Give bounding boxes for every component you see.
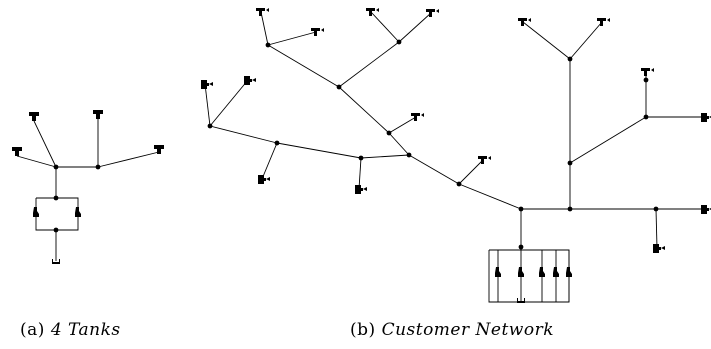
valve-icon bbox=[553, 267, 559, 277]
pipe-edge bbox=[276, 142, 362, 159]
junction-node bbox=[265, 42, 271, 48]
pump-icon bbox=[355, 185, 367, 194]
pipe-edge bbox=[408, 154, 460, 185]
junction-node bbox=[518, 244, 524, 250]
junction-node bbox=[518, 206, 524, 212]
pipe-edge bbox=[204, 83, 211, 127]
pipe-edge bbox=[261, 142, 278, 180]
tank-icon bbox=[154, 145, 164, 154]
junction-node bbox=[336, 84, 342, 90]
pipe-edge bbox=[16, 155, 57, 168]
caption-b-label: Customer Network bbox=[381, 320, 555, 340]
pump-icon bbox=[701, 113, 711, 122]
junction-node bbox=[567, 206, 573, 212]
valve-icon bbox=[495, 267, 501, 277]
pipe-edge bbox=[522, 21, 571, 60]
junction-node bbox=[643, 77, 649, 83]
component-icons bbox=[12, 8, 711, 303]
junction-node bbox=[653, 206, 659, 212]
caption-a-prefix: (a) bbox=[20, 320, 45, 340]
pipe-edge bbox=[370, 11, 400, 43]
pipe-edge bbox=[569, 116, 647, 164]
pump-icon bbox=[244, 76, 256, 85]
pipe-edge bbox=[388, 132, 410, 156]
small-tank-icon bbox=[597, 18, 610, 26]
source-icon bbox=[52, 259, 60, 264]
valve-icon bbox=[566, 267, 572, 277]
small-tank-icon bbox=[311, 28, 324, 36]
pipe-edge bbox=[267, 44, 340, 88]
junction-node bbox=[456, 181, 462, 187]
pump-icon bbox=[653, 244, 665, 253]
pipe-edge bbox=[260, 11, 269, 46]
small-tank-icon bbox=[641, 68, 654, 76]
junction-node bbox=[396, 39, 402, 45]
pipe-edge bbox=[35, 197, 79, 231]
pipe-edge bbox=[388, 116, 417, 134]
junction-node bbox=[567, 160, 573, 166]
junction-node bbox=[53, 195, 59, 201]
pipe-edge bbox=[338, 86, 390, 134]
small-tank-icon bbox=[518, 18, 531, 26]
pipe-edge bbox=[97, 151, 160, 168]
valve-icon bbox=[539, 267, 545, 277]
small-tank-icon bbox=[411, 113, 424, 121]
junction-node bbox=[386, 130, 392, 136]
caption-b: (b) Customer Network bbox=[350, 320, 554, 340]
small-tank-icon bbox=[426, 9, 439, 17]
pipe-edge bbox=[267, 31, 317, 46]
pipe-edge bbox=[209, 79, 249, 127]
junction-node bbox=[274, 140, 280, 146]
junction-node bbox=[358, 155, 364, 161]
junction-nodes bbox=[53, 39, 659, 250]
valve-icon bbox=[33, 207, 39, 217]
small-tank-icon bbox=[478, 156, 491, 164]
caption-a-label: 4 Tanks bbox=[50, 320, 121, 340]
junction-node bbox=[207, 123, 213, 129]
pipe-edge bbox=[398, 12, 432, 43]
pipe-edge bbox=[209, 125, 278, 144]
tank-icon bbox=[93, 110, 103, 119]
valve-icon bbox=[75, 207, 81, 217]
small-tank-icon bbox=[366, 8, 379, 16]
valve-icon bbox=[518, 267, 524, 277]
pipe-edge bbox=[458, 183, 522, 210]
pipe-edge bbox=[338, 41, 400, 88]
pump-icon bbox=[258, 175, 270, 184]
tank-icon bbox=[29, 112, 39, 121]
junction-node bbox=[567, 56, 573, 62]
junction-node bbox=[53, 227, 59, 233]
source-icon bbox=[517, 298, 525, 303]
pipe-edge bbox=[655, 208, 658, 249]
junction-node bbox=[53, 164, 59, 170]
pipe-edges bbox=[16, 11, 705, 303]
caption-a: (a) 4 Tanks bbox=[20, 320, 121, 340]
pump-icon bbox=[201, 80, 213, 89]
pipe-edge bbox=[33, 120, 57, 168]
pipe-edge bbox=[458, 159, 484, 185]
pipe-edge bbox=[360, 154, 410, 159]
small-tank-icon bbox=[256, 8, 269, 16]
junction-node bbox=[406, 152, 412, 158]
junction-node bbox=[95, 164, 101, 170]
tank-icon bbox=[12, 147, 22, 156]
pipe-edge bbox=[569, 21, 603, 60]
pipe-edge bbox=[358, 157, 362, 190]
pump-icon bbox=[701, 205, 711, 214]
caption-b-prefix: (b) bbox=[350, 320, 376, 340]
junction-node bbox=[643, 114, 649, 120]
